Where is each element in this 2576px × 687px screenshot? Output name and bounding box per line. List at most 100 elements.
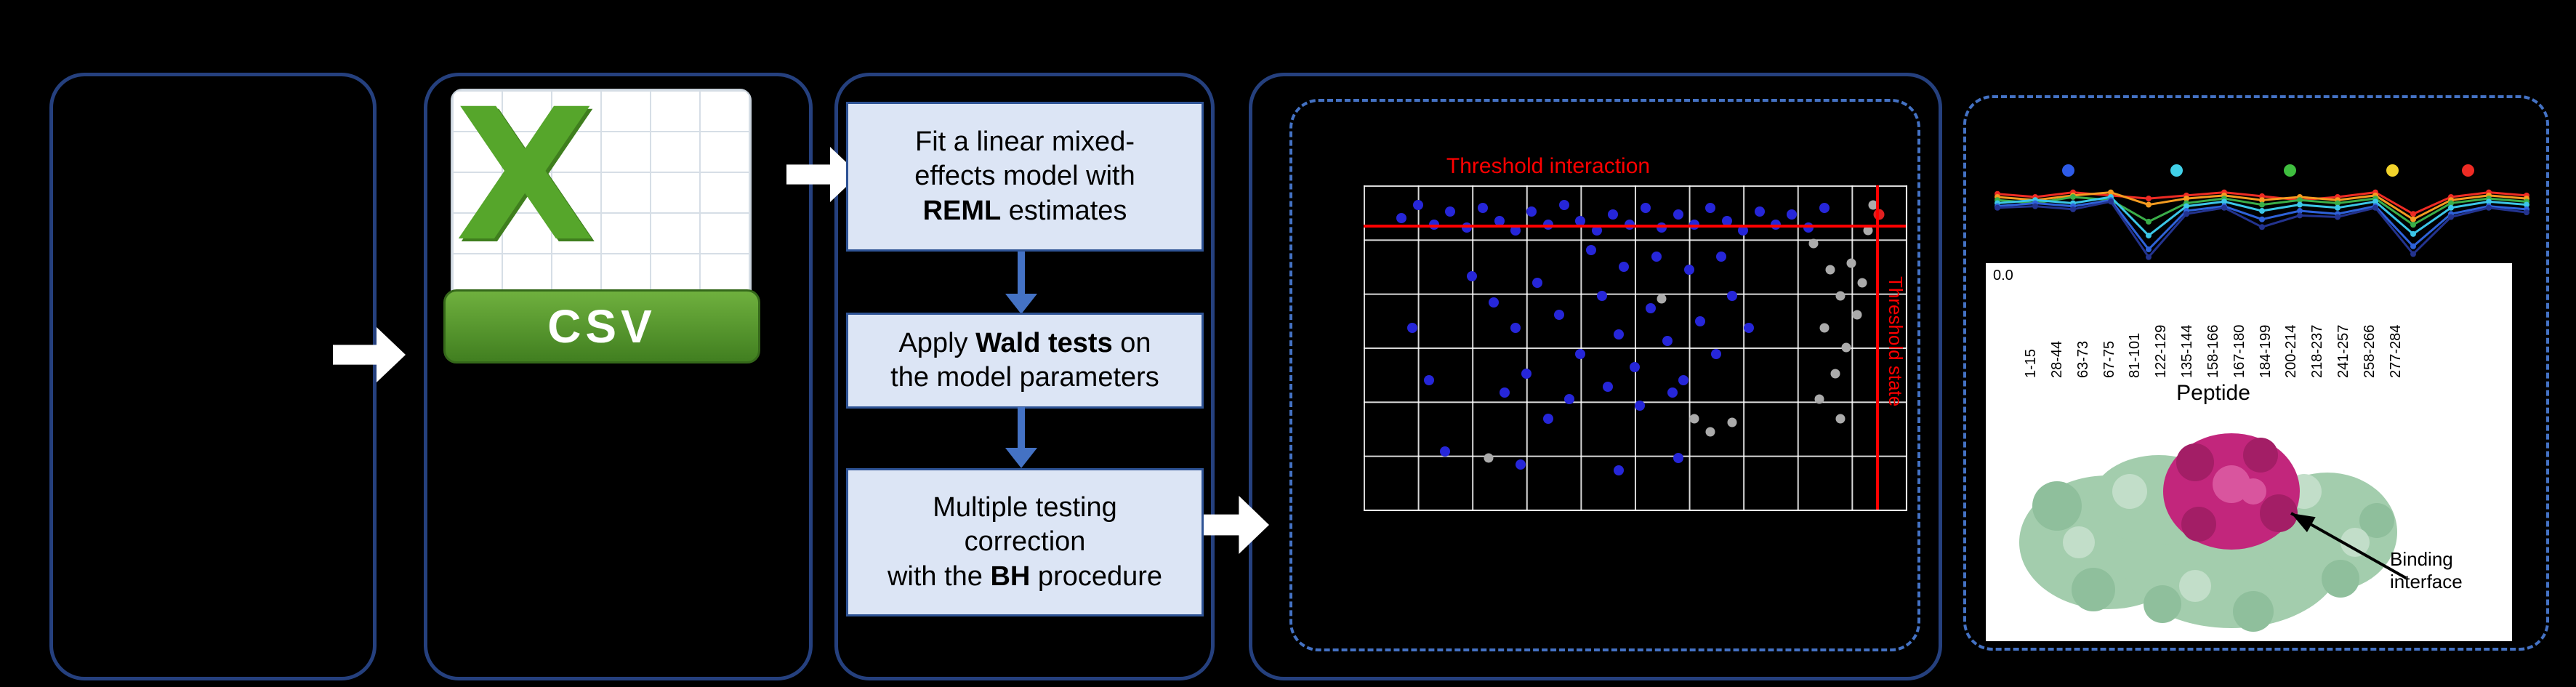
results-peptide-dashed-frame — [1963, 95, 2549, 651]
uptake-marker — [2259, 197, 2265, 204]
interaction-scatter-plot — [1364, 185, 1907, 511]
scatter-dot — [1694, 316, 1705, 327]
scatter-dot — [1531, 277, 1542, 288]
excel-x-icon: X — [455, 70, 595, 281]
peptide-tick-label: 277-284 — [2387, 324, 2404, 378]
uptake-marker — [2146, 254, 2152, 260]
peptide-tick-label: 167-180 — [2231, 324, 2247, 378]
scatter-dot — [1819, 203, 1830, 214]
uptake-marker — [2297, 201, 2303, 208]
scatter-dot — [1683, 264, 1694, 275]
scatter-dot — [1673, 452, 1683, 463]
scatter-dot — [1510, 225, 1521, 236]
scatter-dot — [1445, 206, 1456, 217]
csv-banner: CSV — [443, 289, 760, 363]
peptide-tick-label: 122-129 — [2153, 324, 2170, 378]
uptake-marker — [2410, 216, 2416, 222]
scatter-dot — [1467, 270, 1478, 281]
scatter-dot — [1499, 387, 1510, 398]
uptake-marker — [2183, 196, 2189, 202]
uptake-marker — [2146, 196, 2152, 202]
scatter-dot — [1835, 291, 1846, 301]
binding-interface-surface — [2163, 433, 2300, 550]
peptide-tick-label: 200-214 — [2283, 324, 2300, 378]
uptake-legend-dots — [1992, 164, 2532, 179]
uptake-marker — [2108, 189, 2114, 196]
uptake-marker — [2070, 206, 2076, 212]
uptake-marker — [2183, 203, 2189, 209]
scatter-dot — [1597, 290, 1608, 301]
peptide-tick-label: 258-266 — [2361, 324, 2378, 378]
condition-dot-icon — [2386, 164, 2399, 177]
scatter-dot — [1857, 278, 1867, 288]
uptake-marker — [2410, 222, 2416, 228]
flow-arrow-2-icon — [1018, 407, 1025, 449]
scatter-dot — [1863, 225, 1873, 236]
uptake-marker — [2259, 216, 2265, 222]
scatter-dot — [1646, 303, 1657, 314]
peptide-tick-label: 81-101 — [2127, 332, 2144, 378]
scatter-dot — [1787, 209, 1798, 220]
scatter-dot — [1705, 203, 1716, 214]
uptake-marker — [2524, 209, 2529, 216]
scatter-dot — [1830, 369, 1840, 379]
uptake-marker — [2146, 246, 2152, 253]
scatter-dot — [1407, 323, 1418, 334]
uptake-marker — [2372, 198, 2378, 205]
scatter-dot — [1651, 252, 1662, 262]
scatter-dot — [1667, 387, 1678, 398]
scatter-dot — [1657, 294, 1667, 304]
peptide-tick-label: 158-166 — [2205, 324, 2221, 378]
scatter-dot — [1846, 258, 1856, 268]
scatter-dot — [1591, 225, 1602, 236]
scatter-dot — [1602, 381, 1613, 392]
scatter-dot — [1553, 310, 1564, 321]
scatter-dot — [1635, 401, 1646, 411]
uptake-line-chart — [1995, 189, 2529, 260]
threshold-state-line — [1875, 185, 1879, 510]
results-scatter-dashed-frame — [1289, 99, 1920, 651]
scatter-dot — [1727, 290, 1738, 301]
scatter-dot — [1439, 446, 1450, 457]
scatter-dot — [1841, 342, 1851, 353]
scatter-dot — [1608, 209, 1619, 220]
condition-dot-icon — [2283, 164, 2296, 177]
uptake-marker — [2297, 208, 2303, 214]
peptide-tick-label: 241-257 — [2335, 324, 2352, 378]
uptake-marker — [2410, 211, 2416, 217]
peptide-tick-label: 184-199 — [2257, 324, 2274, 378]
input-panel — [49, 73, 377, 680]
scatter-dot — [1852, 310, 1862, 320]
binding-interface-label: Binding interface — [2390, 548, 2463, 592]
scatter-dot — [1396, 212, 1407, 223]
scatter-dot — [1564, 394, 1575, 405]
uptake-marker — [2259, 224, 2265, 230]
uptake-marker — [2259, 201, 2265, 208]
scatter-dot — [1721, 216, 1732, 227]
flow-arrow-2-head-icon — [1005, 448, 1037, 468]
scatter-dot — [1619, 261, 1630, 272]
uptake-marker — [2146, 201, 2152, 208]
scatter-dot — [1868, 200, 1878, 210]
scatter-dot — [1825, 265, 1835, 275]
condition-dot-icon — [2462, 164, 2475, 177]
scatter-dot — [1678, 374, 1689, 385]
uptake-marker — [2146, 232, 2152, 238]
uptake-marker — [2335, 200, 2340, 206]
uptake-marker — [2146, 218, 2152, 225]
peptide-tick-label: 135-144 — [2179, 324, 2196, 378]
uptake-marker — [2032, 203, 2038, 209]
condition-dot-icon — [2170, 164, 2183, 177]
y-axis-tick: 0.0 — [1993, 268, 2013, 284]
protein-structure-image — [2019, 433, 2397, 632]
scatter-dot — [1542, 414, 1553, 425]
uptake-marker — [2448, 214, 2454, 220]
peptide-tick-label: 63-73 — [2074, 340, 2091, 378]
peptide-axis-label: Peptide — [2176, 381, 2250, 405]
scatter-dot — [1640, 203, 1651, 214]
uptake-marker — [2221, 198, 2227, 205]
scatter-dot — [1754, 206, 1765, 217]
